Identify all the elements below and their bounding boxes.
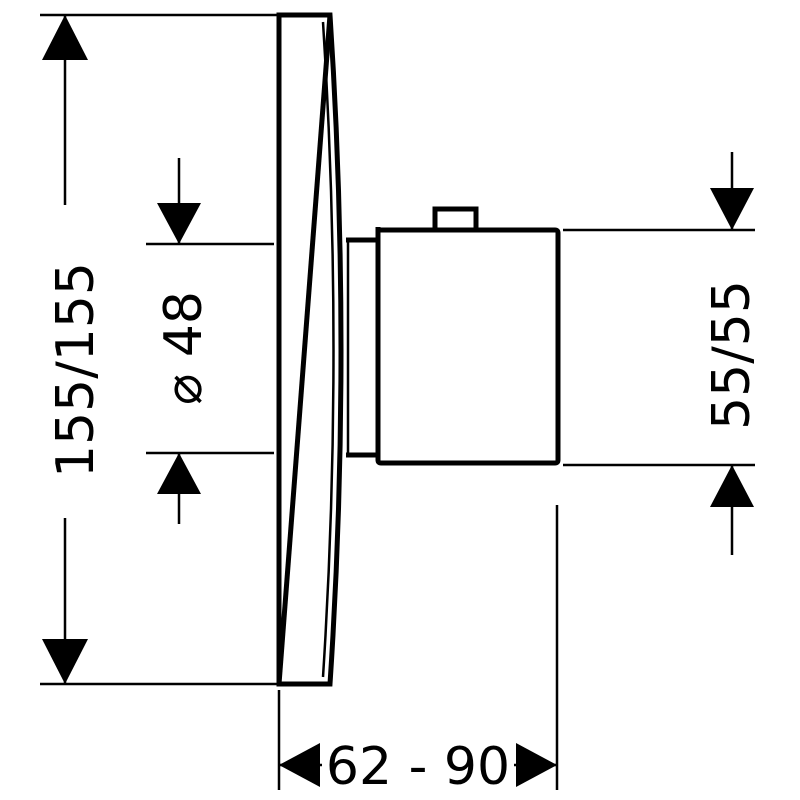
arrow-left-icon (279, 743, 320, 787)
handle-height-dimension: 55/55 (563, 152, 762, 555)
hole-diameter-label: ⌀ 48 (154, 291, 214, 405)
projection-label: 62 - 90 (326, 737, 510, 797)
arrow-down-icon (42, 639, 88, 684)
arrow-down-icon (710, 188, 754, 230)
stem-neck (346, 237, 378, 458)
arrow-right-icon (516, 743, 557, 787)
handle-body (375, 226, 561, 466)
arrow-up-icon (42, 15, 88, 60)
wall-plate (276, 12, 344, 687)
handle-height-label: 55/55 (702, 280, 762, 430)
handle-indicator (432, 206, 479, 230)
arrow-up-icon (710, 465, 754, 507)
overall-height-dimension: 155/155 (40, 13, 279, 686)
arrow-down-icon (157, 203, 201, 244)
overall-height-label: 155/155 (46, 262, 106, 478)
projection-dimension: 62 - 90 (277, 505, 559, 797)
arrow-up-icon (157, 453, 201, 494)
hole-diameter-dimension: ⌀ 48 (146, 158, 274, 524)
